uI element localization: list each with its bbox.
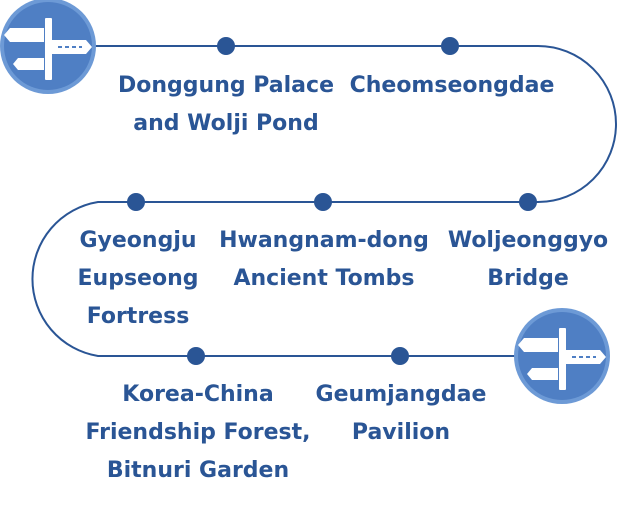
signpost-icon (514, 308, 610, 404)
stop-dot (441, 37, 459, 55)
stop-label-korea-china-forest: Korea-China Friendship Forest, Bitnuri G… (85, 382, 311, 483)
stop-label-woljeonggyo-bridge: Woljeonggyo Bridge (447, 228, 609, 291)
signpost-icon (0, 0, 96, 94)
stop-label-geumjangdae: Geumjangdae Pavilion (315, 382, 487, 445)
stop-label-donggung-palace: Donggung Palace and Wolji Pond (118, 73, 334, 136)
stop-dot (217, 37, 235, 55)
stop-dot (187, 347, 205, 365)
route-line (31, 45, 617, 357)
stop-dot (127, 193, 145, 211)
stop-label-gyeongju-eupseong: Gyeongju Eupseong Fortress (77, 228, 199, 329)
stop-dot (391, 347, 409, 365)
stop-label-cheomseongdae: Cheomseongdae (349, 73, 555, 98)
stop-label-hwangnam-dong: Hwangnam-dong Ancient Tombs (219, 228, 429, 291)
stop-dot (519, 193, 537, 211)
stop-dot (314, 193, 332, 211)
